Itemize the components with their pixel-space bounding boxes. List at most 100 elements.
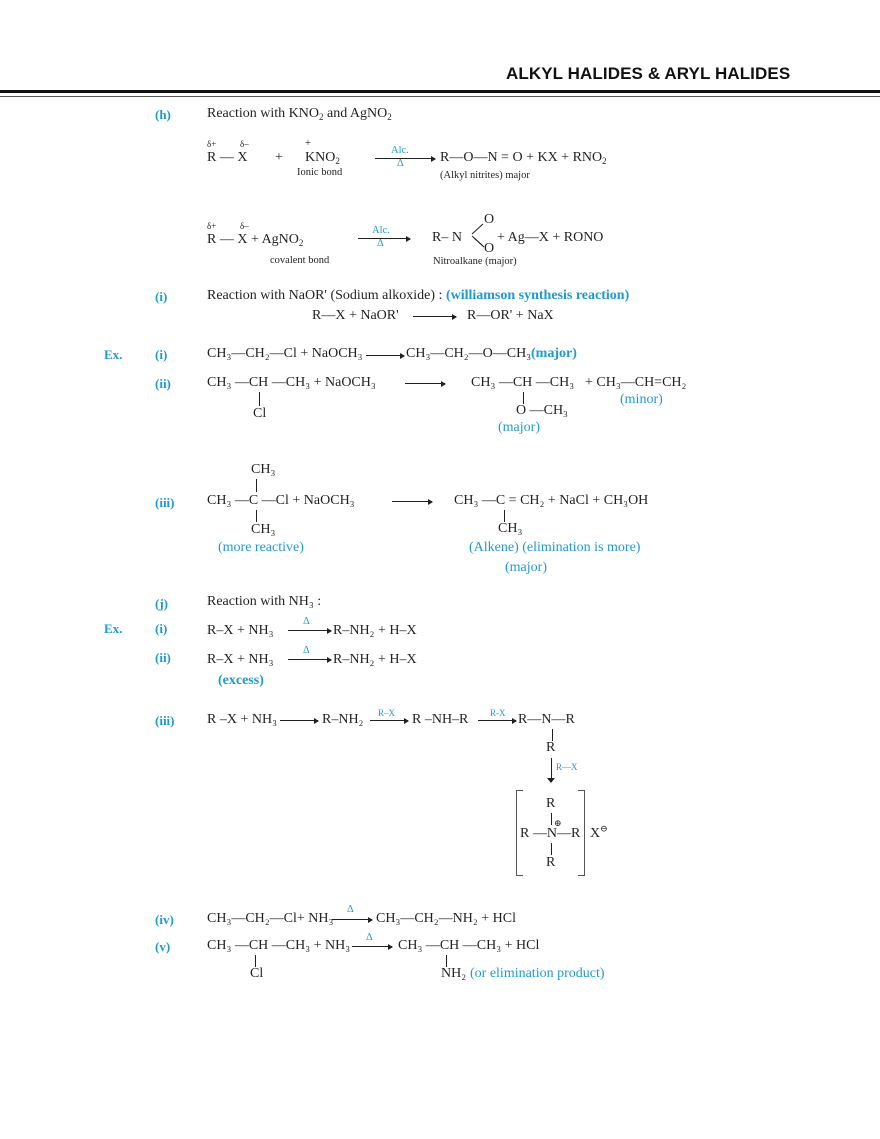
williamson-highlight: (williamson synthesis reaction) (445, 288, 630, 303)
j-ex5-product-branch: NH₂ (441, 966, 467, 981)
arrow-label-heat: Δ (303, 616, 310, 627)
product-alkyl-nitrite: R—O—N = O + KX + RNO2 (440, 150, 607, 166)
general-reactant: R—X + NaOR' (312, 308, 399, 323)
title-part: Reaction with KNO (207, 106, 319, 121)
nitro-o-bottom: O (484, 241, 495, 256)
example-number: (i) (155, 621, 168, 636)
arrow-label-heat: Δ (397, 158, 404, 169)
example-number: (ii) (155, 650, 171, 665)
reaction-arrow (332, 916, 373, 923)
section-label-i: (i) (155, 289, 168, 304)
reaction-arrow (280, 717, 319, 724)
covalent-bond-note: covalent bond (270, 255, 330, 266)
plus-sign: + (275, 150, 283, 165)
reaction-arrow (375, 155, 436, 162)
delta-minus: δ– (240, 221, 249, 231)
example-number: (v) (155, 939, 171, 954)
bond-line (259, 392, 260, 406)
ex1-product: CH₃—CH₂—O—CH₃ (406, 346, 532, 361)
title-text: Reaction with NaOR' (Sodium alkoxide) : (207, 288, 446, 303)
ex2-reactant-branch: Cl (253, 406, 267, 421)
bond-line (551, 813, 552, 825)
bond-line (523, 392, 524, 404)
excess-note: (excess) (218, 673, 264, 688)
quat-top: R (546, 796, 556, 811)
reaction-arrow (358, 235, 411, 242)
reagent-text: KNO (305, 150, 336, 165)
ex2-product-branch: O —CH₃ (516, 403, 568, 418)
ionic-bond-note: Ionic bond (297, 167, 343, 178)
example-label: Ex. (104, 347, 123, 362)
delta-plus: δ+ (207, 221, 217, 231)
example-number: (i) (155, 347, 168, 362)
reaction-arrow (370, 717, 409, 724)
nitro-left: R– N (432, 230, 462, 245)
example-number: (iii) (155, 495, 175, 510)
j-ex1-reactant: R–X + NH₃ (207, 623, 274, 638)
example-number: (iii) (155, 713, 175, 728)
bond-line (504, 510, 505, 522)
reactant-rx: R — X (207, 150, 248, 165)
subscript: 2 (298, 238, 304, 248)
reaction-arrow (392, 498, 433, 505)
ex1-reactant: CH₃—CH₂—Cl + NaOCH₃ (207, 346, 363, 361)
arrow-label-heat: Δ (347, 904, 354, 915)
bond-line (551, 843, 552, 855)
charge-plus: + (305, 138, 311, 149)
reaction-arrow (413, 313, 457, 320)
subscript: 2 (318, 112, 324, 122)
section-label-j: (j) (155, 596, 168, 611)
product-text: R—O—N = O + KX + RNO (440, 150, 603, 165)
header-rule-thin (0, 96, 880, 97)
j-ex5-reactant-branch: Cl (250, 966, 264, 981)
reaction-arrow (478, 717, 517, 724)
quat-bottom: R (546, 855, 556, 870)
j-ex2-product: R–NH₂ + H–X (333, 652, 417, 667)
arrow-label-rx: R–X (378, 708, 396, 718)
counter-ion: X⊖ (590, 823, 608, 842)
header-rule-thick (0, 90, 880, 93)
reagent-kno2: KNO2 (305, 150, 340, 166)
ex3-product-branch: CH₃ (498, 521, 523, 536)
page-header-title: ALKYL HALIDES & ARYL HALIDES (506, 64, 791, 83)
ex3-reactant: CH₃ —C —Cl + NaOCH₃ (207, 493, 355, 508)
arrow-label-rx: R—X (556, 762, 578, 772)
arrow-label-rx: R-X (490, 708, 506, 718)
ex3-product: CH₃ —C = CH₂ + NaCl + CH₃OH (454, 493, 649, 508)
arrow-label-alc: Alc. (391, 145, 409, 156)
section-title-j: Reaction with NH₃ : (207, 594, 322, 609)
ex3-top-branch: CH₃ (251, 462, 276, 477)
negative-charge: ⊖ (600, 823, 608, 834)
subscript: 2 (335, 156, 340, 166)
nitro-right: + Ag—X + RONO (497, 230, 604, 245)
j-ex2-reactant: R–X + NH₃ (207, 652, 274, 667)
major-note: (major) (498, 420, 540, 435)
major-note: (major) (531, 346, 577, 361)
alkyl-nitrite-note: (Alkyl nitrites) major (440, 170, 530, 181)
ex3-bottom-branch: CH₃ (251, 522, 276, 537)
j-ex5-reactant: CH₃ —CH —CH₃ + NH₃ (207, 938, 351, 953)
reactant-rx-agno2: R — X + AgNO2 (207, 232, 303, 248)
more-reactive-note: (more reactive) (218, 540, 304, 555)
reaction-arrow (405, 380, 446, 387)
amine-step1: R–NH₂ (322, 712, 364, 727)
right-bracket (578, 790, 585, 876)
j-ex1-product: R–NH₂ + H–X (333, 623, 417, 638)
reaction-arrow (288, 656, 332, 663)
title-part: and AgNO (323, 106, 388, 121)
bond-line (256, 479, 257, 492)
delta-minus: δ– (240, 139, 249, 149)
alkene-note: (Alkene) (elimination is more) (469, 540, 641, 555)
counter-ion-text: X (590, 826, 601, 841)
bond-line (552, 729, 553, 741)
arrow-label-heat: Δ (366, 932, 373, 943)
bond-line (256, 510, 257, 522)
elimination-note: (or elimination product) (470, 966, 605, 981)
example-number: (iv) (155, 912, 174, 927)
major-note: (major) (505, 560, 547, 575)
j-ex4-reactant: CH₃—CH₂—Cl+ NH₃ (207, 911, 334, 926)
example-number: (ii) (155, 376, 171, 391)
left-bracket (516, 790, 523, 876)
down-arrow-icon (547, 778, 555, 783)
subscript: 2 (387, 112, 392, 122)
